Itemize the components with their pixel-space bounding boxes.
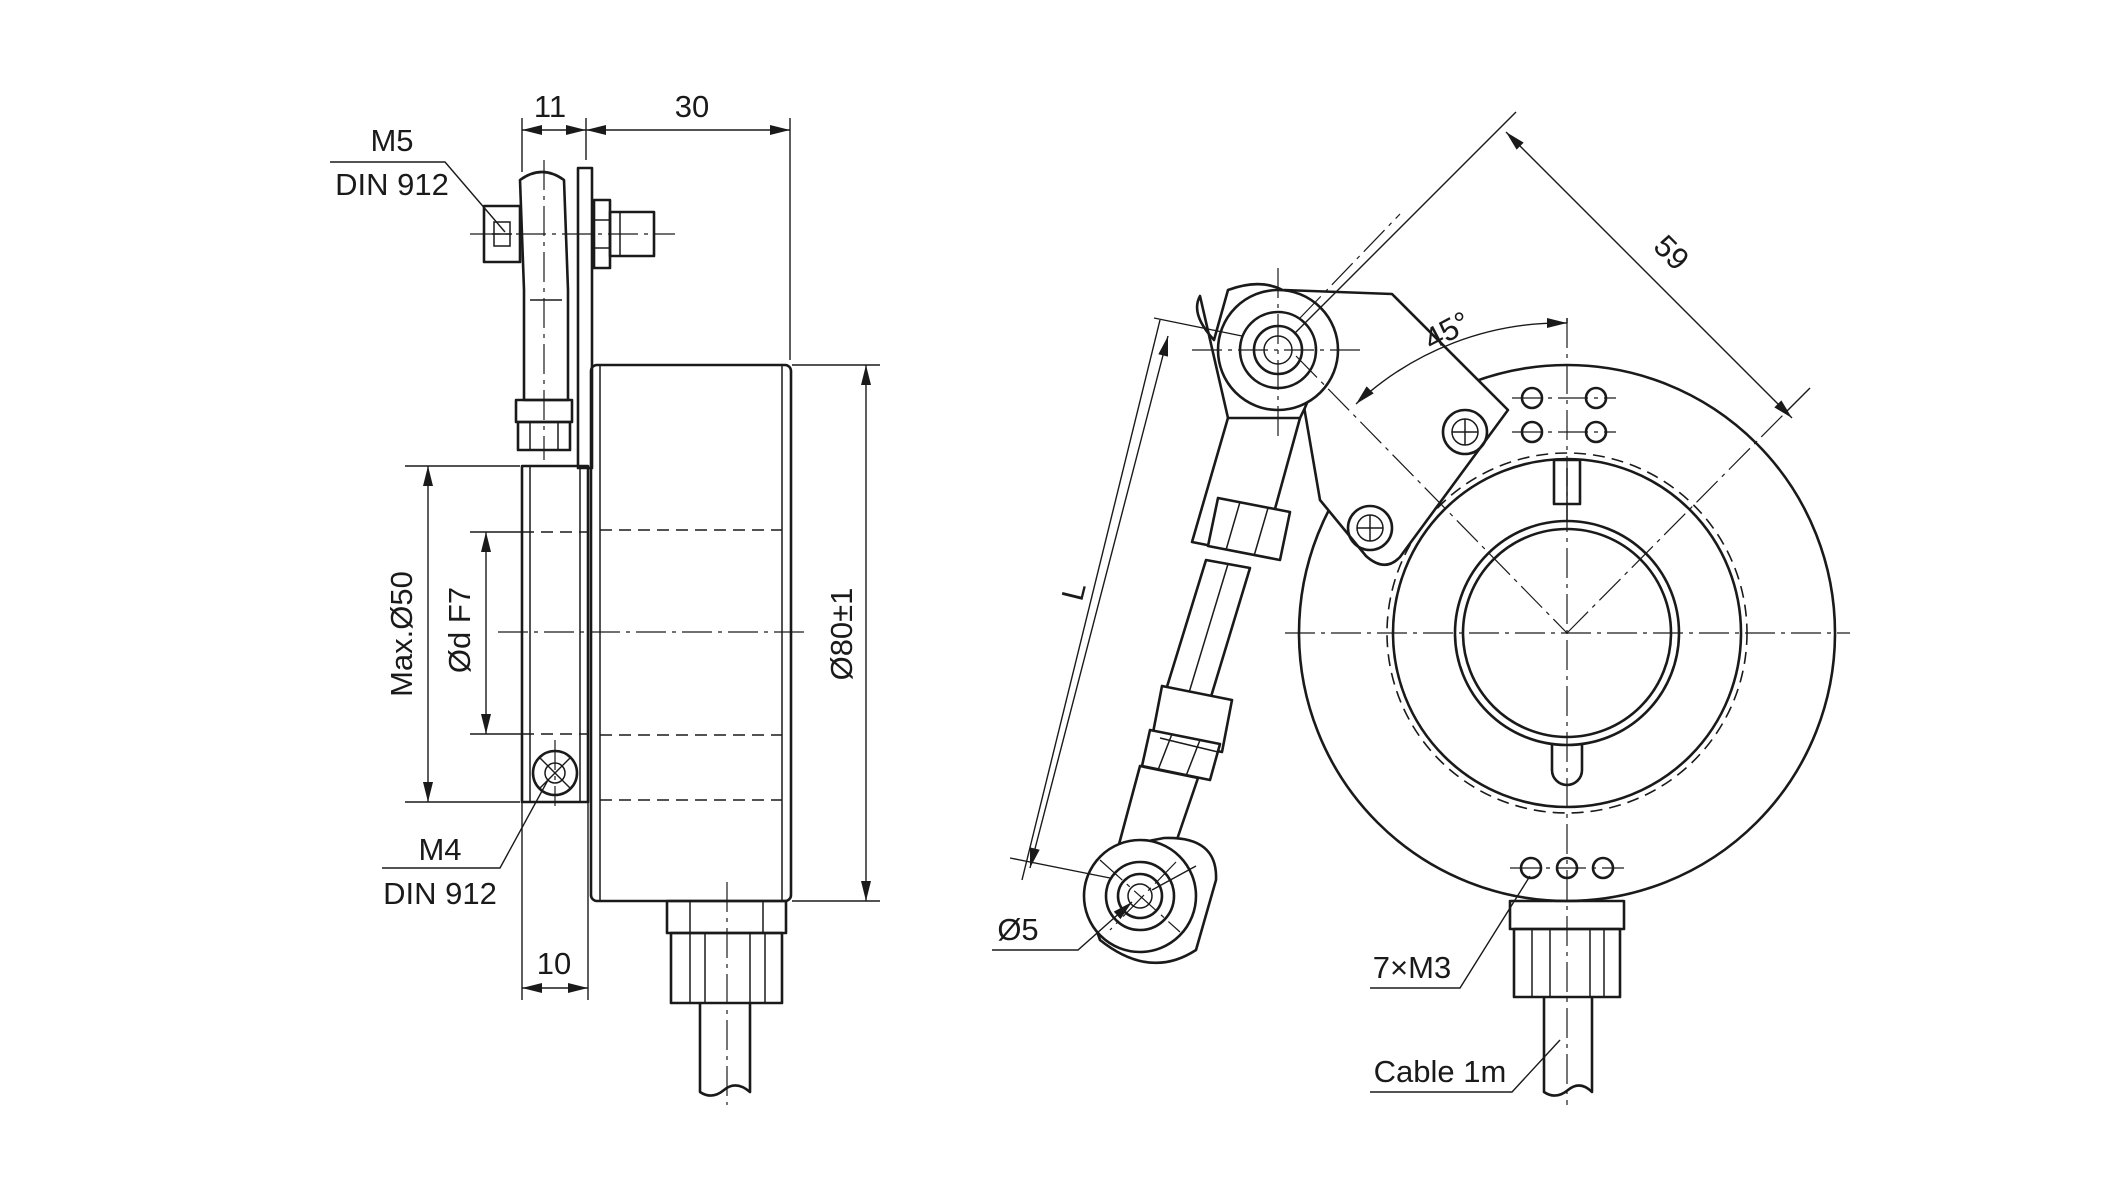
- front-view: 59 45° L Ø5 7×M3 Cable 1m: [992, 111, 1850, 1105]
- label-screw-bottom-size: M4: [418, 832, 461, 867]
- dim-max-diameter: Max.Ø50: [384, 571, 419, 697]
- dim-shaft-diameter: Ød F7: [442, 587, 477, 673]
- label-threaded-holes: 7×M3: [1373, 950, 1451, 985]
- housing-body: [589, 363, 793, 903]
- dim-housing-diameter: Ø80±1: [824, 588, 859, 681]
- cable: [698, 1003, 752, 1097]
- torque-arm-plate: [1282, 288, 1510, 567]
- dim-arm-length: L: [1055, 579, 1093, 604]
- front-cable: [1542, 997, 1594, 1097]
- label-screw-bottom-standard: DIN 912: [383, 876, 497, 911]
- label-eye-diameter: Ø5: [997, 912, 1038, 947]
- label-screw-top-standard: DIN 912: [335, 167, 449, 202]
- label-cable: Cable 1m: [1374, 1054, 1507, 1089]
- label-screw-top-size: M5: [370, 123, 413, 158]
- side-view: 11 30 M5 DIN 912 Max.Ø50 Ød F7 Ø80±1 M4 …: [330, 89, 880, 1105]
- dim-top-width-b: 30: [675, 89, 709, 124]
- hole-pattern-top: [1512, 386, 1616, 444]
- dim-distance: 59: [1647, 228, 1696, 277]
- torque-plate: [576, 166, 594, 470]
- dim-bottom-width: 10: [537, 946, 571, 981]
- dim-top-width-a: 11: [534, 89, 566, 124]
- link-rod: [1116, 402, 1302, 862]
